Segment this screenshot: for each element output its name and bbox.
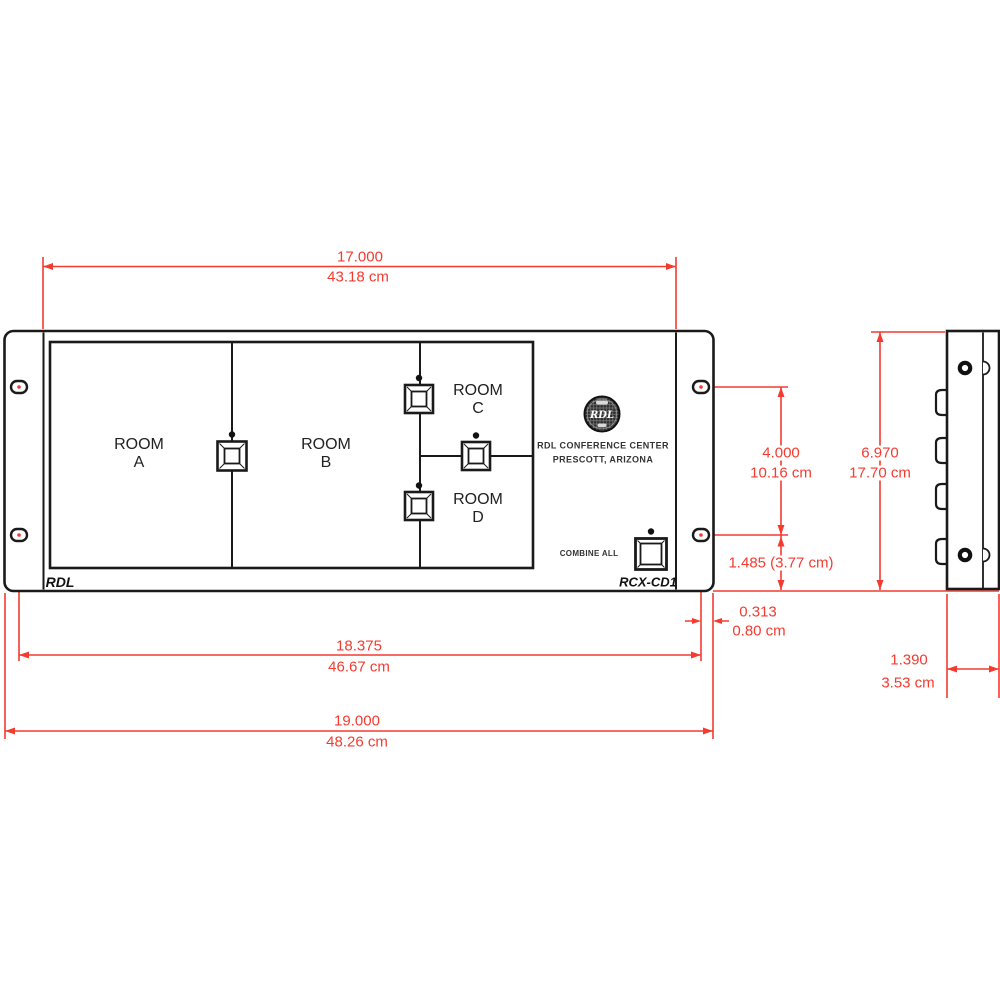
rdl-logo: RDL [583, 395, 621, 433]
dim-hole-vertical-in: 4.000 [759, 445, 803, 461]
side-screw-holes [957, 360, 973, 563]
model-label: RCX-CD1 [619, 574, 677, 590]
side-panel-view [934, 329, 1000, 591]
dim-panel-height-cm: 17.70 cm [846, 465, 914, 481]
dim-panel-width-in: 17.000 [334, 249, 386, 265]
room-bc-button [403, 383, 435, 415]
dim-hole-to-bottom: 1.485 (3.77 cm) [725, 555, 837, 571]
room-bd-button [403, 490, 435, 522]
dim-depth-in: 1.390 [890, 651, 928, 669]
logo-script-text: RDL [589, 410, 614, 421]
brand-label: RDL [45, 574, 75, 590]
side-body-outline [945, 329, 1000, 591]
dim-hole-span-cm: 46.67 cm [328, 658, 390, 676]
slot-center-marks [17, 385, 703, 537]
button-led-dots [228, 374, 655, 535]
dim-hole-to-edge-in: 0.313 [739, 603, 777, 621]
room-d-label: ROOM D [453, 491, 503, 526]
room-a-label: ROOM A [114, 436, 164, 471]
dim-panel-width-cm: 43.18 cm [327, 268, 389, 286]
room-b-label: ROOM B [301, 436, 351, 471]
combine-all-label: COMBINE ALL [559, 549, 619, 558]
conference-center-line1: RDL CONFERENCE CENTER [537, 440, 669, 451]
room-ab-button [216, 440, 248, 472]
room-cd-center-button [460, 440, 492, 472]
side-notches [982, 360, 991, 563]
dim-hole-vertical-cm: 10.16 cm [747, 465, 815, 481]
rack-ear-fold-lines [42, 332, 677, 590]
dim-hole-span-in: 18.375 [333, 638, 385, 654]
dim-depth-cm: 3.53 cm [881, 674, 935, 692]
dimension-arrowheads [5, 263, 999, 735]
conference-center-line2: PRESCOTT, ARIZONA [552, 454, 654, 465]
front-panel-view: RDL [3, 329, 715, 593]
dim-full-width-in: 19.000 [331, 713, 383, 729]
dim-hole-to-edge-cm: 0.80 cm [732, 622, 786, 640]
dim-full-width-cm: 48.26 cm [326, 733, 388, 751]
dim-panel-height-in: 6.970 [858, 445, 902, 461]
room-c-label: ROOM C [453, 382, 503, 417]
combine-all-button [634, 537, 668, 571]
